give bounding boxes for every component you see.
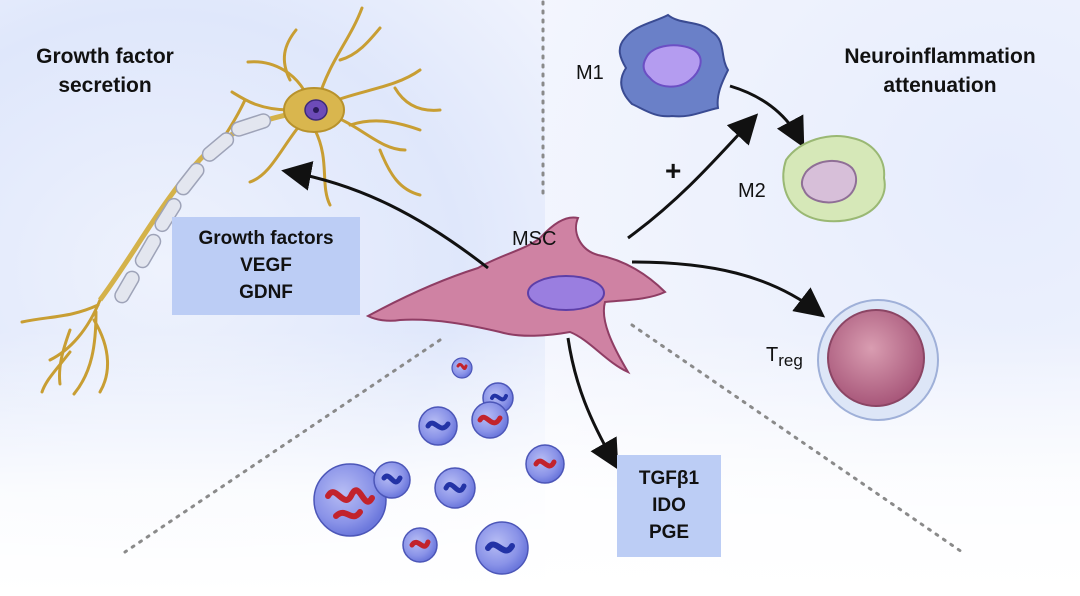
growth-factors-box-line3: GDNF — [239, 282, 293, 303]
treg-label: Treg — [766, 344, 803, 371]
m1-macrophage — [618, 13, 730, 118]
treg-cell — [817, 299, 939, 421]
cell-large — [313, 463, 387, 537]
treg-label-main: T — [766, 344, 779, 366]
msc-label: MSC — [512, 228, 557, 250]
immunomodulators-box-line1: TGFβ1 — [638, 468, 700, 489]
immunomodulators-box-line2: IDO — [652, 495, 686, 516]
growth-factors-box: Growth factors VEGF GDNF — [172, 217, 360, 315]
cell-9 — [402, 527, 438, 563]
m2-label: M2 — [738, 180, 766, 202]
m1-label: M1 — [576, 62, 604, 84]
growth-factors-box-line1: Growth factors — [198, 228, 334, 249]
immune-cells-cluster — [313, 357, 565, 575]
treg-label-sub: reg — [778, 351, 803, 370]
cell-3 — [451, 357, 473, 379]
cell-6 — [471, 401, 509, 439]
m2-macrophage — [782, 135, 886, 223]
growth-factor-title-line1: Growth factor — [36, 45, 174, 68]
neuroinflammation-title: Neuroinflammation attenuation — [800, 42, 1080, 100]
arrows — [281, 84, 826, 470]
neuron — [20, 6, 442, 396]
immunomodulators-box: TGFβ1 IDO PGE — [617, 455, 721, 557]
msc-cell — [365, 216, 667, 375]
growth-factor-title: Growth factor secretion — [10, 42, 200, 100]
neuroinflammation-title-line2: attenuation — [883, 74, 997, 97]
cell-2 — [373, 461, 411, 499]
cell-8 — [525, 444, 565, 484]
cell-7 — [434, 467, 476, 509]
plus-sign: + — [665, 155, 681, 186]
immunomodulators-box-line3: PGE — [648, 522, 690, 543]
cell-10 — [475, 521, 529, 575]
dotted-dividers — [123, 0, 964, 554]
growth-factor-title-line2: secretion — [58, 74, 152, 97]
cell-4 — [418, 406, 458, 446]
neuroinflammation-title-line1: Neuroinflammation — [844, 45, 1036, 68]
growth-factors-box-line2: VEGF — [240, 255, 292, 276]
